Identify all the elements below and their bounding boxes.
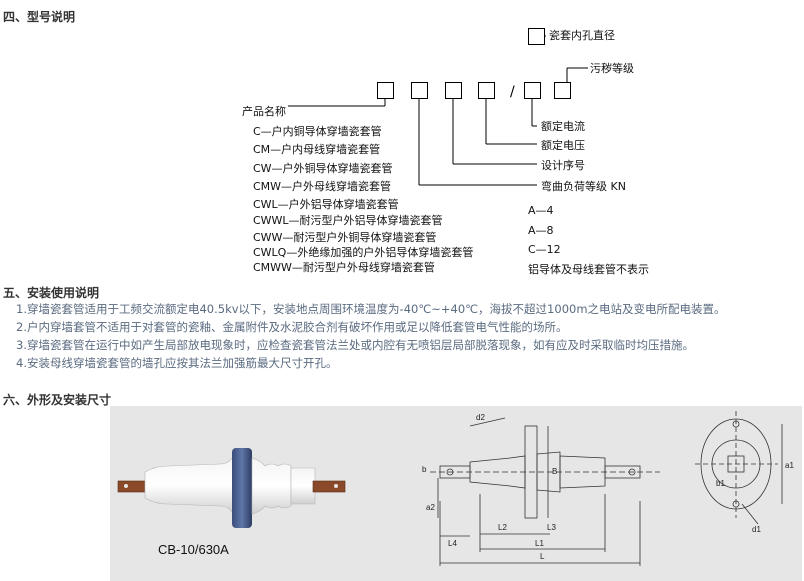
load-grade-note: 铝导体及母线套管不表示 [528,263,649,276]
load-grade-item: A—4 [528,204,554,217]
section-title-dims: 六、外形及安装尺寸 [3,393,112,407]
dim-label-d2: d2 [476,413,485,422]
callout-pollution: 污秽等级 [590,62,634,75]
code-box-product [377,82,394,99]
install-note: 4.安装母线穿墙瓷套管的墙孔应按其法兰加强筋最大尺寸开孔。 [16,356,338,370]
product-name-item: CM—户内母线穿墙瓷套管 [253,143,381,156]
model-slash: / [510,84,515,100]
product-name-label: 产品名称 [242,105,286,118]
load-grade-item: A—8 [528,224,554,237]
product-name-item: CWW—耐污型户外铜导体穿墙瓷套管 [253,231,437,244]
dim-label-b: b [422,465,427,474]
code-box-voltage [478,82,495,99]
section-title-install: 五、安装使用说明 [3,286,100,300]
install-note: 1.穿墙瓷套管适用于工频交流额定电40.5kv以下，安装地点周围环境温度为-40… [16,302,726,316]
code-box-current [524,82,541,99]
model-connector-lines: / [288,35,588,186]
code-box-design [445,82,462,99]
product-name-item: CMW—户外母线穿墙瓷套管 [253,180,392,193]
callout-load: 弯曲负荷等级 KN [541,180,626,193]
callout-current: 额定电流 [541,120,585,133]
product-name-item: CMWW—耐污型户外母线穿墙瓷套管 [253,261,435,274]
photo-caption: CB-10/630A [158,542,229,557]
code-box-load [411,82,428,99]
section-title-model: 四、型号说明 [3,10,76,24]
install-note: 3.穿墙瓷套管在运行中如产生局部放电现象时，应检查瓷套管法兰处或内腔有无喷铝层局… [16,338,694,352]
product-name-item: CWWL—耐污型户外铝导体穿墙瓷套管 [253,214,443,227]
product-name-item: CW—户外铜导体穿墙瓷套管 [253,162,393,175]
dim-label-L: L [540,552,545,561]
callout-voltage: 额定电压 [541,139,585,152]
callout-design: 设计序号 [541,159,585,172]
dim-label-a2: a2 [426,503,435,512]
code-box-bore [528,28,545,45]
dim-label-d1: d1 [752,525,761,534]
dim-label-b1: b1 [716,479,725,488]
end-view-drawing: a1 b1 d1 [695,411,794,534]
install-note: 2.户内穿墙套管不适用于对套管的瓷釉、金属附件及水泥胶合剂有破坏作用或足以降低套… [16,320,568,334]
dim-label-B: B [552,467,557,476]
dim-label-a1: a1 [785,461,794,470]
bushing-photo: CB-10/630A [117,448,346,557]
side-view-drawing: d2 b B a2 L2 L3 L1 L4 L [422,413,660,566]
product-name-item: CWL—户外铝导体穿墙瓷套管 [253,198,399,211]
code-box-pollution [554,82,571,99]
product-name-item: C—户内铜导体穿墙瓷套管 [253,125,382,138]
callout-bore: 瓷套内孔直径 [549,29,615,42]
load-grade-item: C—12 [528,243,561,256]
dim-label-L4: L4 [448,539,457,548]
dim-label-L1: L1 [535,539,544,548]
dim-label-L2: L2 [498,523,507,532]
product-name-item: CWLQ—外绝缘加强的户外铝导体穿墙瓷套管 [253,246,474,259]
dim-label-L3: L3 [547,523,556,532]
